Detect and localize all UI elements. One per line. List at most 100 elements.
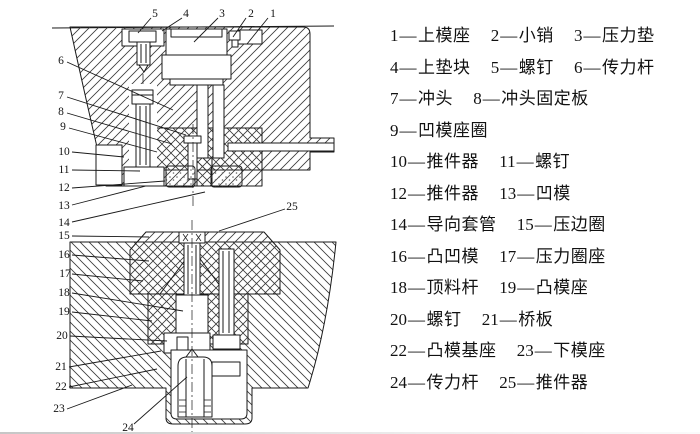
legend-row-7: 14—导向套管 15—压边圈 — [390, 209, 696, 241]
pusher-block-outer — [95, 144, 123, 186]
leader-17 — [71, 273, 144, 282]
dash: — — [583, 26, 601, 45]
dash: — — [408, 309, 426, 329]
dash: — — [482, 89, 501, 108]
dash: — — [517, 278, 535, 297]
die-core — [196, 157, 213, 187]
parts-legend: 1—上模座 2—小销 3—压力垫 4—上垫块 5—螺钉 6—传力杆 7—冲头 8… — [390, 20, 696, 398]
dash: — — [408, 246, 426, 266]
legend-row-8: 16—凸凹模 17—压力圈座 — [390, 241, 696, 273]
part-number: 19 — [499, 278, 517, 297]
dash: — — [408, 183, 426, 203]
dash: — — [399, 120, 417, 140]
dash: — — [408, 152, 426, 171]
legend-row-10: 20—螺钉 21—桥板 — [390, 304, 696, 336]
leader-16 — [71, 254, 150, 262]
dash: — — [583, 57, 601, 77]
legend-row-6: 12—推件器 13—凹模 — [390, 178, 696, 210]
blank-holder-flange — [129, 231, 281, 295]
part-number: 1 — [390, 26, 399, 45]
callout-8: 8 — [58, 106, 64, 118]
callout-14: 14 — [58, 217, 70, 229]
part-number: 5 — [490, 57, 500, 77]
legend-row-11: 22—凸模基座 23—下模座 — [390, 335, 696, 367]
dash: — — [408, 341, 426, 360]
leader-13 — [71, 185, 147, 206]
part-number: 12 — [390, 183, 407, 203]
part-number: 25 — [499, 372, 517, 392]
leader-2 — [232, 17, 247, 38]
lower-die-assembly — [69, 220, 337, 432]
part-name: 凸模座 — [535, 278, 589, 297]
punch-head — [183, 135, 202, 144]
dash: — — [517, 246, 535, 266]
part-name: 顶料杆 — [426, 278, 479, 297]
leader-15 — [71, 235, 150, 238]
leader-19 — [71, 311, 153, 322]
bolt24-threads — [179, 399, 211, 413]
part-name: 凹模 — [535, 183, 571, 203]
leader-6 — [66, 61, 174, 111]
part-name: 螺钉 — [426, 309, 462, 329]
legend-entry-18: 18—顶料杆 — [390, 278, 479, 297]
leader-14 — [71, 191, 206, 223]
leader-20 — [69, 335, 168, 342]
blank-left — [165, 165, 196, 188]
dash: — — [399, 26, 417, 45]
legend-entry-13: 13—凹模 — [499, 184, 571, 203]
right-bolt-shank — [218, 248, 235, 336]
callout-4: 4 — [183, 8, 189, 20]
part-number: 17 — [499, 246, 517, 266]
pusher-block-inner — [123, 166, 165, 187]
legend-entry-20: 20—螺钉 — [390, 310, 462, 329]
legend-entry-6: 6—传力杆 — [574, 58, 655, 77]
screw5-tip — [138, 64, 149, 73]
part-number: 10 — [390, 152, 407, 171]
part-number: 2 — [490, 26, 500, 45]
leader-25 — [218, 208, 286, 232]
part-name: 推件器 — [535, 372, 589, 392]
callout-12: 12 — [58, 182, 70, 194]
callout-24: 24 — [122, 422, 134, 434]
part-number: 15 — [516, 215, 534, 234]
callout-20: 20 — [56, 330, 68, 342]
legend-entry-19: 19—凸模座 — [499, 278, 588, 297]
part-name: 冲头 — [418, 89, 453, 108]
dash: — — [517, 372, 535, 392]
blank-right — [210, 165, 243, 188]
right-bolt-head — [212, 334, 241, 350]
legend-entry-23: 23—下模座 — [517, 341, 606, 360]
callout-2: 2 — [248, 8, 254, 20]
leader-11 — [71, 169, 141, 172]
callout-25: 25 — [286, 201, 298, 213]
legend-entry-24: 24—传力杆 — [390, 373, 479, 392]
screw5-head — [128, 30, 157, 43]
part-number: 23 — [516, 341, 534, 360]
leader-9 — [68, 127, 158, 153]
legend-row-1: 1—上模座 2—小销 3—压力垫 — [390, 20, 696, 52]
part-name: 凹模座圈 — [418, 120, 488, 140]
part-name: 传力杆 — [426, 372, 479, 392]
dash: — — [399, 57, 417, 77]
dash: — — [399, 89, 417, 108]
legend-entry-9: 9—凹模座圈 — [390, 121, 488, 140]
leader-12 — [71, 180, 166, 189]
dash: — — [408, 278, 426, 297]
leader-23 — [66, 384, 133, 410]
legend-row-9: 18—顶料杆 19—凸模座 — [390, 272, 696, 304]
legend-entry-8: 8—冲头固定板 — [473, 89, 589, 108]
legend-row-3: 7—冲头 8—冲头固定板 — [390, 83, 696, 115]
part-number: 14 — [390, 215, 407, 234]
leader-4 — [161, 17, 183, 32]
right-bolt-nut — [211, 361, 241, 377]
upper-die-assembly — [51, 25, 335, 206]
part-name: 压力垫 — [602, 26, 655, 45]
callout-9: 9 — [60, 121, 66, 133]
screw11-head — [131, 89, 154, 105]
leader-10 — [71, 151, 125, 158]
part-name: 压边圈 — [553, 215, 606, 234]
transmission-rod-right — [212, 84, 225, 159]
part-number: 18 — [390, 278, 407, 297]
leader-18 — [71, 292, 184, 312]
